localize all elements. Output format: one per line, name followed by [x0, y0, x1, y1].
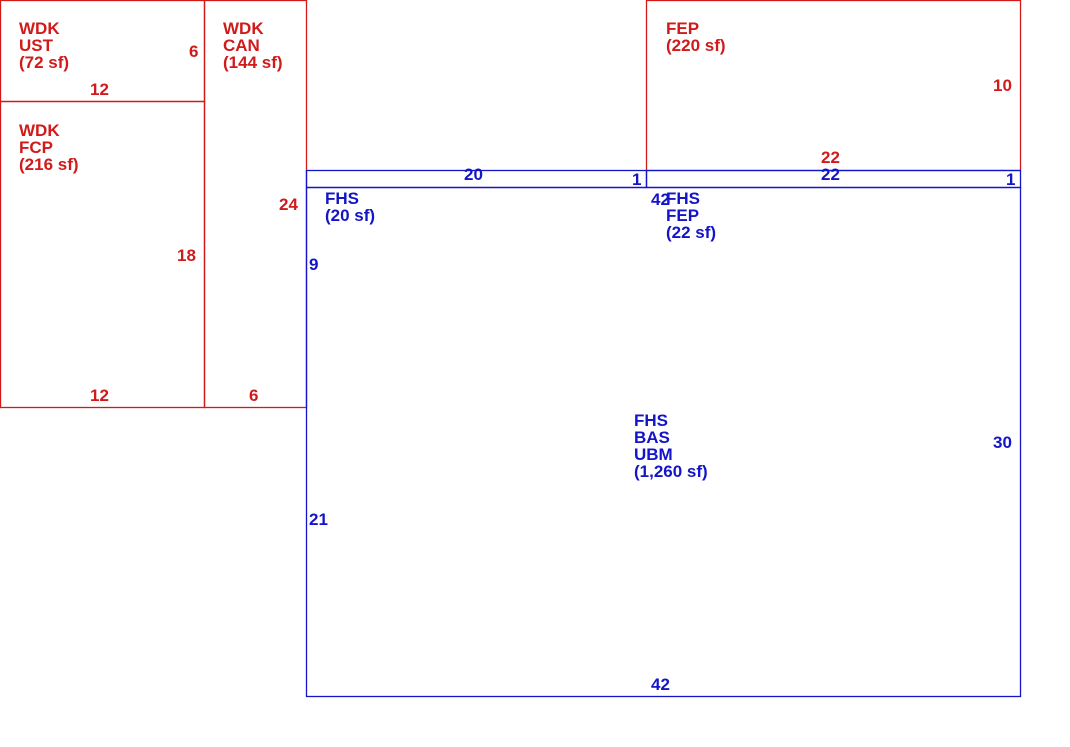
fep-dim-right: 10	[993, 76, 1012, 95]
fhs-left-dim-top: 20	[464, 165, 483, 184]
fhs-main-dim-left-upper: 9	[309, 255, 318, 274]
fhs-main-dim-right: 30	[993, 433, 1012, 452]
fhs-main-dim-bottom: 42	[651, 675, 670, 694]
fep-label: FEP (220 sf)	[666, 19, 726, 55]
fhs-fep-dim-top: 22	[821, 165, 840, 184]
wdk-ust-dim-right: 6	[189, 42, 198, 61]
fhs-main-dim-top-mid: 42	[651, 190, 670, 209]
wdk-can-label: WDK CAN (144 sf)	[223, 19, 283, 72]
wdk-can-dim-bottom: 6	[249, 386, 258, 405]
fhs-left-dim-right: 1	[632, 170, 641, 189]
wdk-ust-dim-bottom: 12	[90, 80, 109, 99]
fep-dim-bottom: 22	[821, 148, 840, 167]
fhs-left-label: FHS (20 sf)	[325, 189, 375, 225]
fhs-fep-dim-right: 1	[1006, 170, 1015, 189]
fhs-main-outline	[305, 186, 1022, 698]
fhs-main-dim-left-lower: 21	[309, 510, 328, 529]
red-areas	[0, 0, 1022, 409]
fhs-fep-label: FHS FEP (22 sf)	[666, 189, 716, 242]
wdk-ust-label: WDK UST (72 sf)	[19, 19, 69, 72]
wdk-fcp-dim-right: 18	[177, 246, 196, 265]
wdk-fcp-label: WDK FCP (216 sf)	[19, 121, 79, 174]
fhs-main-label: FHS BAS UBM (1,260 sf)	[634, 411, 708, 481]
wdk-fcp-dim-bottom: 12	[90, 386, 109, 405]
blue-areas	[305, 169, 1022, 698]
wdk-can-dim-right: 24	[279, 195, 298, 214]
